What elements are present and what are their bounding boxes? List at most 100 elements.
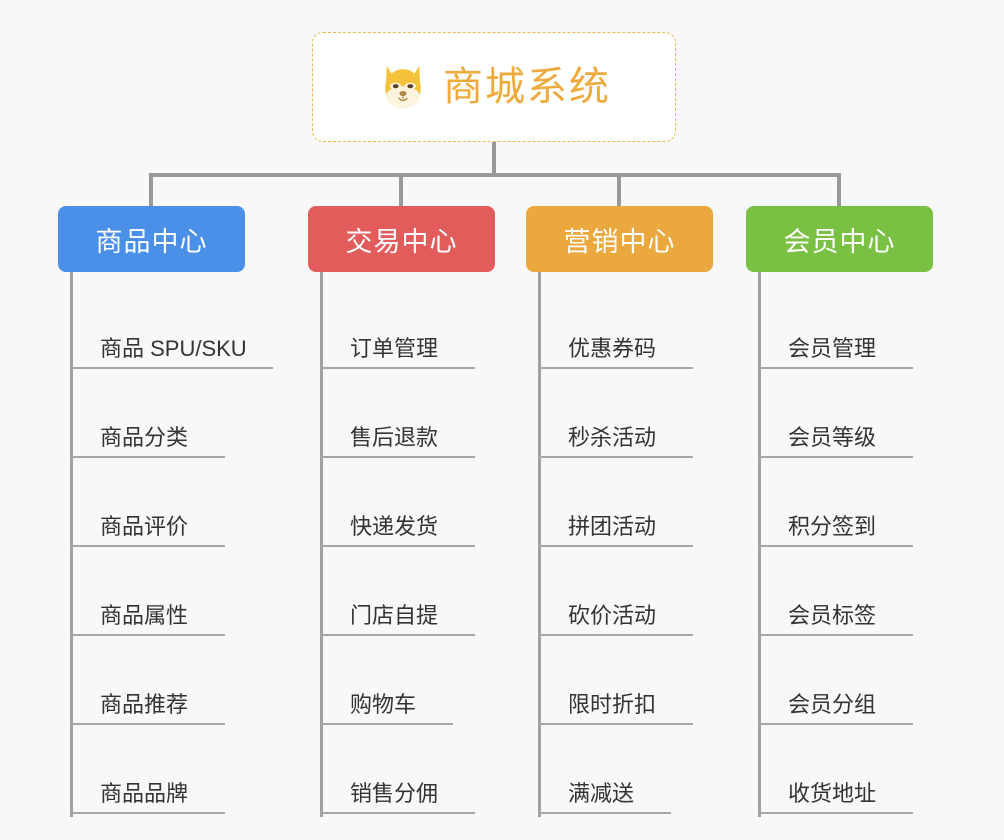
leaf-underline bbox=[320, 812, 475, 814]
leaf-label: 快递发货 bbox=[350, 514, 439, 539]
leaf-item[interactable]: 售后退款 bbox=[308, 369, 495, 458]
leaf-item[interactable]: 购物车 bbox=[308, 636, 495, 725]
leaf-item[interactable]: 销售分佣 bbox=[308, 725, 495, 814]
leaf-underline bbox=[538, 812, 671, 814]
leaf-underline bbox=[70, 367, 273, 369]
connector-drop-marketing-center bbox=[617, 173, 621, 208]
branch-member-center: 会员中心 会员管理 会员等级 积分签到 会员标签 会员分组 bbox=[746, 206, 933, 817]
leaf-label: 门店自提 bbox=[350, 603, 439, 628]
leaf-label: 会员等级 bbox=[788, 425, 877, 450]
leaf-trunk-line bbox=[538, 272, 541, 817]
leaf-label: 会员分组 bbox=[788, 692, 877, 717]
connector-drop-product-center bbox=[149, 173, 153, 208]
leaf-item[interactable]: 商品推荐 bbox=[58, 636, 245, 725]
leaf-underline bbox=[758, 812, 913, 814]
leaf-label: 砍价活动 bbox=[568, 603, 657, 628]
leaf-item[interactable]: 会员等级 bbox=[746, 369, 933, 458]
leaf-underline bbox=[538, 723, 693, 725]
leaf-underline bbox=[538, 634, 693, 636]
connector-drop-member-center bbox=[837, 173, 841, 208]
leaf-list-product-center: 商品 SPU/SKU 商品分类 商品评价 商品属性 商品推荐 商品品牌 bbox=[58, 272, 273, 817]
leaf-trunk-line bbox=[70, 272, 73, 817]
leaf-item[interactable]: 会员分组 bbox=[746, 636, 933, 725]
leaf-underline bbox=[70, 456, 225, 458]
leaf-item[interactable]: 订单管理 bbox=[308, 280, 495, 369]
leaf-item[interactable]: 砍价活动 bbox=[526, 547, 713, 636]
connector-horizontal-bus bbox=[149, 173, 841, 177]
branch-header-member-center[interactable]: 会员中心 bbox=[746, 206, 933, 272]
leaf-label: 商品分类 bbox=[100, 425, 189, 450]
branch-header-label: 商品中心 bbox=[95, 226, 208, 257]
leaf-list-trade-center: 订单管理 售后退款 快递发货 门店自提 购物车 销售分佣 bbox=[308, 272, 495, 817]
leaf-label: 商品评价 bbox=[100, 514, 189, 539]
leaf-underline bbox=[538, 367, 693, 369]
leaf-item[interactable]: 快递发货 bbox=[308, 458, 495, 547]
leaf-underline bbox=[70, 723, 225, 725]
leaf-item[interactable]: 积分签到 bbox=[746, 458, 933, 547]
leaf-underline bbox=[758, 723, 913, 725]
leaf-label: 收货地址 bbox=[788, 781, 877, 806]
leaf-underline bbox=[320, 367, 475, 369]
leaf-item[interactable]: 收货地址 bbox=[746, 725, 933, 814]
leaf-underline bbox=[70, 545, 225, 547]
leaf-list-marketing-center: 优惠券码 秒杀活动 拼团活动 砍价活动 限时折扣 满减送 bbox=[526, 272, 713, 817]
leaf-item[interactable]: 限时折扣 bbox=[526, 636, 713, 725]
leaf-item[interactable]: 会员管理 bbox=[746, 280, 933, 369]
branch-header-label: 会员中心 bbox=[783, 226, 896, 257]
leaf-item[interactable]: 商品评价 bbox=[58, 458, 245, 547]
leaf-item[interactable]: 拼团活动 bbox=[526, 458, 713, 547]
leaf-label: 会员标签 bbox=[788, 603, 877, 628]
connector-root-vertical bbox=[492, 142, 496, 176]
connector-drop-trade-center bbox=[399, 173, 403, 208]
leaf-label: 积分签到 bbox=[788, 514, 877, 539]
leaf-label: 拼团活动 bbox=[568, 514, 657, 539]
leaf-underline bbox=[320, 456, 475, 458]
leaf-item[interactable]: 满减送 bbox=[526, 725, 713, 814]
leaf-underline bbox=[538, 545, 693, 547]
leaf-label: 售后退款 bbox=[350, 425, 439, 450]
leaf-label: 商品 SPU/SKU bbox=[100, 336, 247, 361]
shiba-dog-face-icon bbox=[385, 65, 421, 109]
leaf-item[interactable]: 秒杀活动 bbox=[526, 369, 713, 458]
leaf-trunk-line bbox=[758, 272, 761, 817]
leaf-item[interactable]: 商品品牌 bbox=[58, 725, 245, 814]
leaf-label: 满减送 bbox=[568, 781, 635, 806]
leaf-label: 商品品牌 bbox=[100, 781, 189, 806]
leaf-label: 商品属性 bbox=[100, 603, 189, 628]
branch-header-product-center[interactable]: 商品中心 bbox=[58, 206, 245, 272]
leaf-underline bbox=[758, 456, 913, 458]
leaf-underline bbox=[320, 634, 475, 636]
leaf-item[interactable]: 会员标签 bbox=[746, 547, 933, 636]
leaf-item[interactable]: 商品分类 bbox=[58, 369, 245, 458]
leaf-list-member-center: 会员管理 会员等级 积分签到 会员标签 会员分组 收货地址 bbox=[746, 272, 933, 817]
leaf-underline bbox=[320, 545, 475, 547]
leaf-item[interactable]: 商品属性 bbox=[58, 547, 245, 636]
leaf-underline bbox=[538, 456, 693, 458]
leaf-underline bbox=[758, 367, 913, 369]
leaf-item[interactable]: 门店自提 bbox=[308, 547, 495, 636]
branch-header-label: 交易中心 bbox=[345, 226, 458, 257]
branch-marketing-center: 营销中心 优惠券码 秒杀活动 拼团活动 砍价活动 限时折扣 bbox=[526, 206, 713, 817]
leaf-underline bbox=[70, 812, 225, 814]
leaf-label: 订单管理 bbox=[350, 336, 439, 361]
leaf-label: 购物车 bbox=[350, 692, 417, 717]
leaf-label: 秒杀活动 bbox=[568, 425, 657, 450]
root-title: 商城系统 bbox=[443, 65, 611, 109]
leaf-item[interactable]: 商品 SPU/SKU bbox=[58, 280, 273, 369]
root-node[interactable]: 商城系统 bbox=[312, 32, 676, 142]
leaf-label: 限时折扣 bbox=[568, 692, 657, 717]
branch-header-trade-center[interactable]: 交易中心 bbox=[308, 206, 495, 272]
leaf-label: 销售分佣 bbox=[350, 781, 439, 806]
leaf-label: 会员管理 bbox=[788, 336, 877, 361]
leaf-item[interactable]: 优惠券码 bbox=[526, 280, 713, 369]
branch-header-marketing-center[interactable]: 营销中心 bbox=[526, 206, 713, 272]
branch-header-label: 营销中心 bbox=[563, 226, 676, 257]
leaf-label: 优惠券码 bbox=[568, 336, 657, 361]
leaf-underline bbox=[758, 545, 913, 547]
leaf-trunk-line bbox=[320, 272, 323, 817]
leaf-underline bbox=[320, 723, 453, 725]
leaf-underline bbox=[758, 634, 913, 636]
leaf-underline bbox=[70, 634, 225, 636]
branch-product-center: 商品中心 商品 SPU/SKU 商品分类 商品评价 商品属性 商品推荐 bbox=[58, 206, 273, 817]
